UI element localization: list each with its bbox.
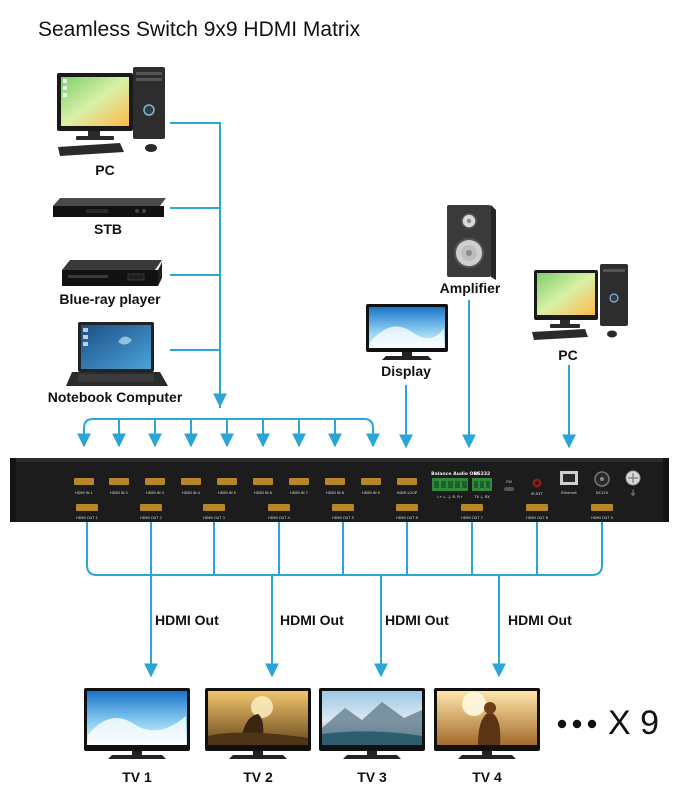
hdmi-out-port-1 [76,504,98,511]
hdmi-in-label-6: HDMI IN 6 [254,491,273,495]
fw-label: FW [506,480,512,484]
hdmi-out-label-9: HDMI OUT 9 [591,516,614,520]
audio-pins-label: L+ L- ⏚ R- R+ [437,494,463,499]
ground-icon: ⏚ [630,489,637,497]
hdmi-in-label-4: HDMI IN 4 [182,491,201,495]
hdmi-out-port-4 [268,504,290,511]
dc-label: DC12V [596,491,609,495]
hdmi-loop-port [397,478,417,485]
hdmi-out-port-5 [332,504,354,511]
hdmi-loop-label: HDMI LOOP [397,491,418,495]
hdmi-in-label-7: HDMI IN 7 [290,491,308,495]
amplifier-label: Amplifier [439,280,501,296]
hdmi-out-label-7: HDMI OUT 7 [461,516,483,520]
hdmi-in-label-9: HDMI IN 9 [362,491,381,495]
source-bluray-label: Blue-ray player [59,291,161,307]
more-count: X 9 [608,704,660,742]
hdmi-out-label-2: HDMI OUT 2 [140,516,162,520]
hdmi-in-label-3: HDMI IN 3 [146,491,164,495]
hdmi-in-port-4 [181,478,201,485]
hdmi-in-port-9 [361,478,381,485]
hdmi-out-label-4: HDMI Out [508,612,572,628]
hdmi-out-port-2 [140,504,162,511]
tv-1-label: TV 1 [122,769,152,785]
output-bus [86,522,603,678]
source-bus [77,122,576,449]
hdmi-out-port-7 [461,504,483,511]
hdmi-out-port-3 [203,504,225,511]
tv-4-illustration [434,688,540,759]
rs232-label: RS232 [474,471,490,477]
hdmi-out-port-8 [526,504,548,511]
hdmi-in-port-5 [217,478,237,485]
hdmi-out-label-8: HDMI OUT 8 [526,516,549,520]
hdmi-in-port-1 [74,478,94,485]
pc-illustration [57,67,165,156]
hdmi-out-port-6 [396,504,418,511]
fw-port [504,487,514,491]
pc2-label: PC [558,347,578,363]
hdmi-out-label-5: HDMI OUT 5 [332,516,354,520]
hdmi-in-label-2: HDMI IN 2 [110,491,128,495]
audio-out-label: Balance Audio Out [431,471,480,477]
hdmi-out-port-9 [591,504,613,511]
matrix-panel: HDMI IN 1 HDMI IN 2 HDMI IN 3 HDMI IN 4 HDMI… [10,458,669,522]
amplifier-illustration [447,205,496,280]
hdmi-out-label-2: HDMI Out [280,612,344,628]
hdmi-in-port-3 [145,478,165,485]
hdmi-in-label-1: HDMI IN 1 [75,491,93,495]
hdmi-in-label-8: HDMI IN 8 [326,491,345,495]
tv-2-label: TV 2 [243,769,273,785]
page-title: Seamless Switch 9x9 HDMI Matrix [38,18,361,41]
tv-3-label: TV 3 [357,769,387,785]
more-dots [557,719,597,729]
source-notebook-label: Notebook Computer [47,389,183,405]
hdmi-in-port-7 [289,478,309,485]
tv-2-illustration [205,688,311,759]
hdmi-out-label-1: HDMI Out [155,612,219,628]
display-label: Display [381,363,431,379]
ethernet-label: Ethernet [561,491,577,495]
tv-4-label: TV 4 [472,769,502,785]
hdmi-out-label-3: HDMI OUT 3 [203,516,225,520]
hdmi-out-label-4: HDMI OUT 4 [268,516,291,520]
hdmi-in-port-6 [253,478,273,485]
display-illustration [366,304,448,360]
hdmi-out-label-3: HDMI Out [385,612,449,628]
tv-3-illustration [319,688,425,759]
tv-1-illustration [84,688,190,759]
source-stb-label: STB [94,221,122,237]
pc2-illustration [532,264,628,340]
bluray-illustration [62,260,162,286]
ir-ext-label: IR-EXT [531,492,543,496]
hdmi-in-port-8 [325,478,345,485]
source-pc-label: PC [95,162,115,178]
hdmi-in-port-2 [109,478,129,485]
rs232-pins-label: TX ⏚ RX [473,494,490,499]
hdmi-out-label-6: HDMI OUT 6 [396,516,419,520]
stb-illustration [53,198,166,217]
hdmi-in-label-5: HDMI IN 5 [218,491,236,495]
notebook-illustration [66,322,168,386]
hdmi-out-label-1: HDMI OUT 1 [76,516,98,520]
